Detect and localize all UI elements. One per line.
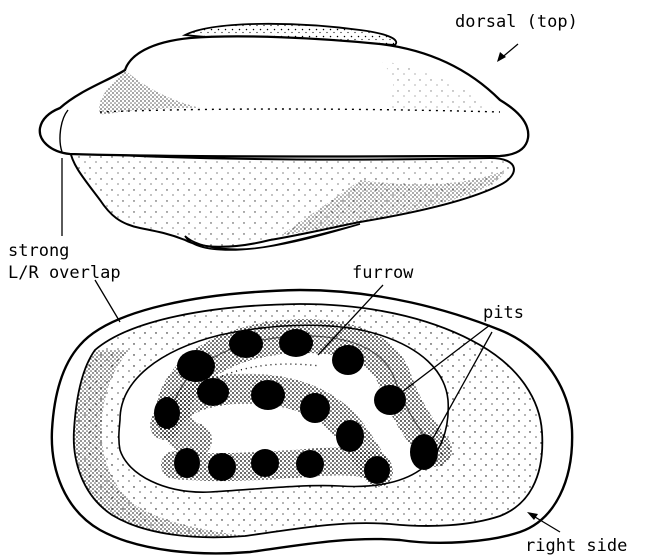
pit <box>177 350 215 382</box>
pit <box>374 385 406 415</box>
pit <box>229 330 263 358</box>
pit <box>251 380 285 410</box>
pit <box>296 450 324 478</box>
pit <box>197 378 229 406</box>
pit <box>174 448 200 478</box>
overlap-leader-bottom <box>95 280 120 322</box>
dorsal-arrowhead <box>497 52 506 62</box>
pit <box>154 397 180 429</box>
pit <box>208 453 236 481</box>
label-strong: strong <box>8 241 69 261</box>
pit <box>332 345 364 375</box>
pit <box>300 393 330 423</box>
label-furrow: furrow <box>352 263 414 283</box>
label-dorsal: dorsal (top) <box>455 12 578 32</box>
lateral-view <box>52 290 572 553</box>
label-right-side: right side <box>525 536 627 556</box>
pit <box>364 456 390 484</box>
label-pits: pits <box>483 303 524 323</box>
dorsal-view <box>40 24 528 250</box>
pit <box>410 434 438 470</box>
pit <box>336 420 364 452</box>
pit <box>279 329 313 357</box>
label-overlap: L/R overlap <box>8 263 121 283</box>
pit <box>251 449 279 477</box>
